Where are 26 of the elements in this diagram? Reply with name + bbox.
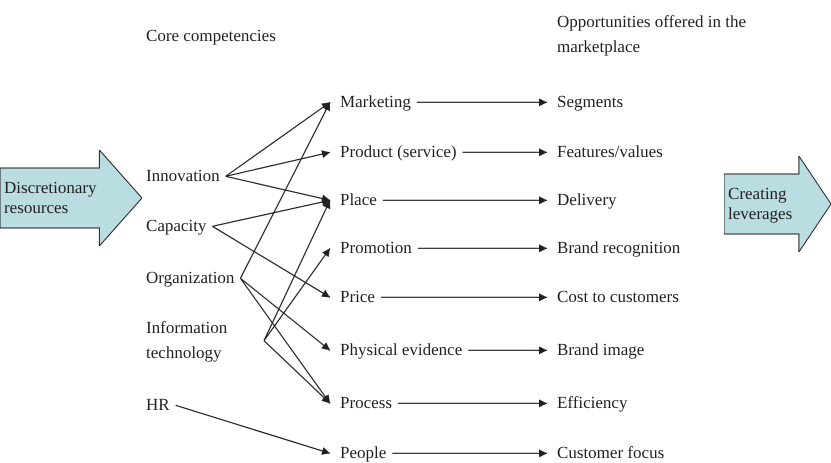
arrow	[382, 196, 547, 204]
arrow	[226, 176, 330, 202]
arrow-label: Creating leverages	[727, 184, 794, 224]
arrow	[416, 98, 547, 106]
arrow	[240, 278, 330, 351]
arrow	[462, 148, 547, 156]
arrow	[263, 200, 331, 341]
block-arrow	[0, 150, 142, 246]
arrow	[380, 293, 547, 302]
column-heading: Core competencies	[146, 25, 277, 47]
arrow	[212, 198, 330, 227]
arrow	[225, 102, 330, 177]
column-heading: Opportunities offered in the marketplace	[557, 11, 748, 58]
block-arrow	[724, 156, 831, 252]
arrow-label: Discretionary resources	[3, 178, 98, 218]
arrow	[264, 248, 330, 341]
arrow	[398, 399, 547, 408]
arrow	[240, 102, 331, 279]
arrow	[212, 226, 330, 298]
arrow	[418, 244, 547, 252]
arrow	[392, 449, 547, 458]
arrow	[175, 404, 330, 455]
arrow	[264, 340, 330, 404]
arrow	[468, 346, 547, 354]
arrow	[226, 150, 330, 177]
arrow	[240, 278, 330, 404]
